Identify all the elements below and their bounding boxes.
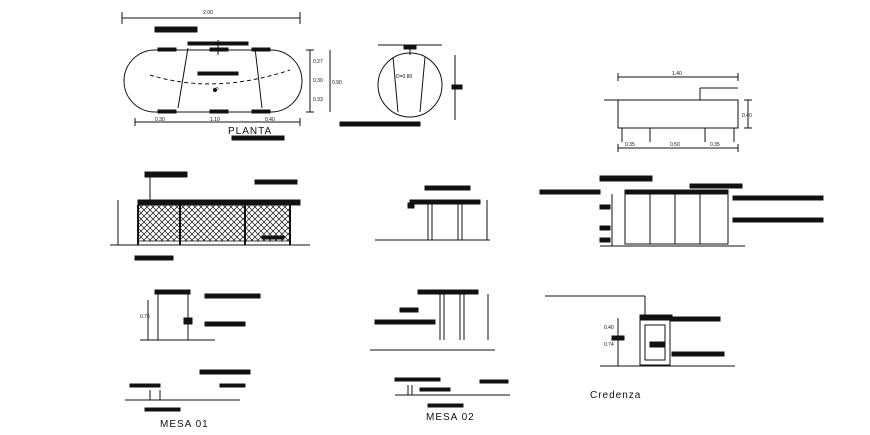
oval-table-plan xyxy=(121,12,331,141)
credenza-bottom-dim-2: 0.50 xyxy=(670,142,680,148)
mesa01-elevation xyxy=(110,171,310,261)
plan-dim-total: 0.90 xyxy=(332,80,342,86)
plan-top-dimension: 2.00 xyxy=(203,10,213,16)
round-table-plan xyxy=(339,44,463,127)
mesa01-section-detail xyxy=(140,289,261,341)
plan-dim-bottom-3: 0.40 xyxy=(265,117,275,123)
plan-caption: PLANTA xyxy=(228,126,272,137)
mesa02-elevation xyxy=(375,185,490,241)
mesa01-detail-dim: 0.75 xyxy=(140,314,150,320)
mesa02-section-detail xyxy=(370,289,495,351)
credenza-bottom-dim-1: 0.35 xyxy=(625,142,635,148)
plan-dim-right-1: 0.27 xyxy=(313,59,323,65)
round-diameter: D=0.80 xyxy=(396,74,412,80)
mesa01-caption: MESA 01 xyxy=(160,419,209,430)
credenza-top-view xyxy=(604,73,752,152)
credenza-section-dim-1: 0.74 xyxy=(604,342,614,348)
credenza-bottom-dim-3: 0.35 xyxy=(710,142,720,148)
credenza-section-detail xyxy=(545,295,735,367)
mesa02-foot-detail xyxy=(394,377,510,408)
plan-dim-right-3: 0.33 xyxy=(313,97,323,103)
credenza-caption: Credenza xyxy=(590,390,641,401)
plan-dim-bottom-1: 0.30 xyxy=(155,117,165,123)
mesa02-caption: MESA 02 xyxy=(426,412,475,423)
mesa01-foot-detail xyxy=(125,369,251,412)
credenza-section-dim-2: 0.40 xyxy=(604,325,614,331)
svg-text:D: D xyxy=(215,86,219,91)
plan-dim-bottom-2: 1.10 xyxy=(210,117,220,123)
credenza-top-dim: 1.40 xyxy=(672,71,682,77)
credenza-elevation xyxy=(539,175,824,247)
credenza-right-dim: 0.40 xyxy=(742,113,752,119)
plan-dim-right-2: 0.30 xyxy=(313,78,323,84)
